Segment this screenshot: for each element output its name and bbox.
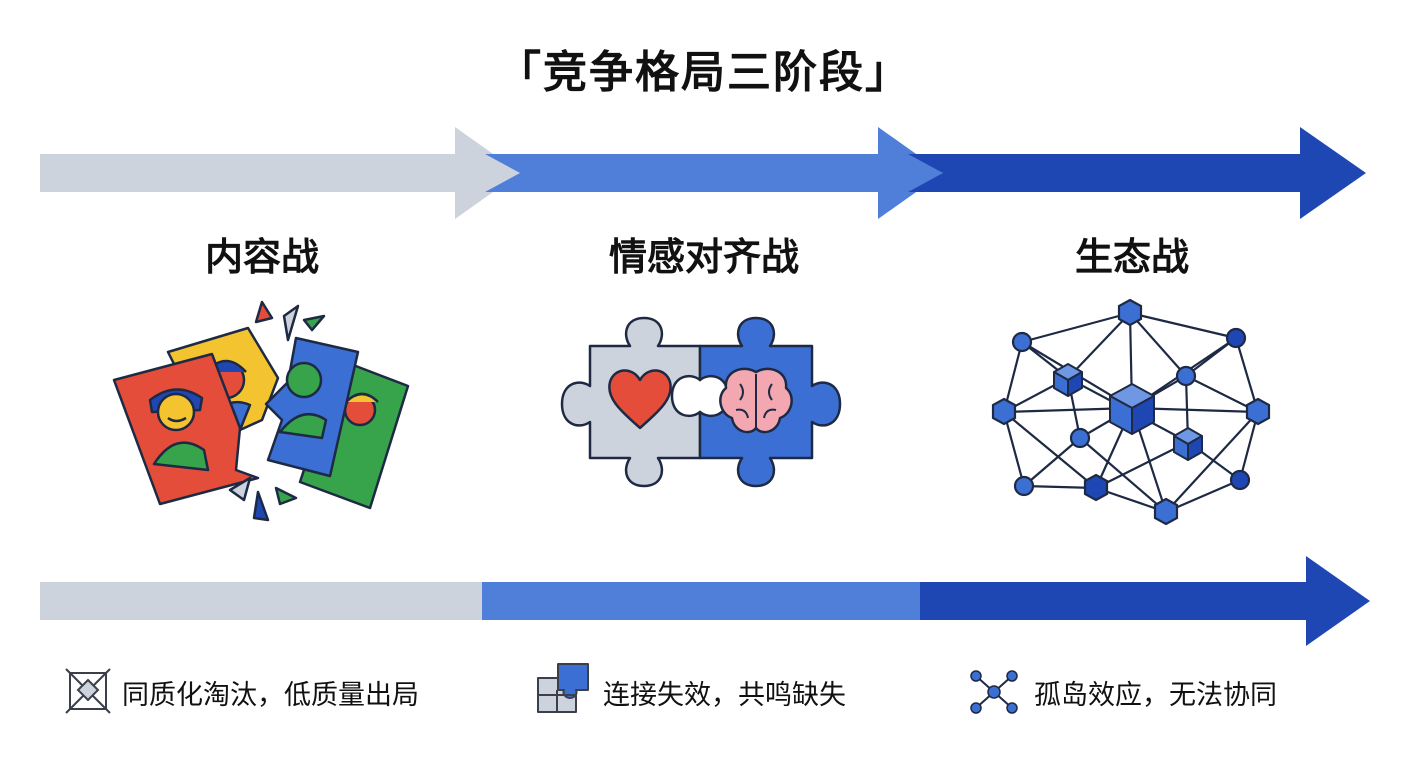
legend-text-emotion: 连接失效，共鸣缺失	[603, 680, 846, 711]
stage-label-content: 内容战	[204, 235, 319, 279]
stage2-arrow	[485, 127, 943, 219]
stage-label-ecosystem: 生态战	[1074, 235, 1189, 279]
stage1-arrow	[40, 127, 520, 219]
page-title: 「竞争格局三阶段」	[497, 47, 911, 98]
bottom-segment-stage2	[482, 582, 922, 620]
bottom-segment-stage1	[40, 582, 484, 620]
legend-text-content: 同质化淘汰，低质量出局	[122, 680, 419, 711]
stage3-arrow	[908, 127, 1366, 219]
bottom-segment-stage3	[920, 556, 1370, 646]
legend-text-ecosystem: 孤岛效应，无法协同	[1034, 680, 1277, 711]
stage-label-emotion: 情感对齐战	[608, 235, 799, 279]
